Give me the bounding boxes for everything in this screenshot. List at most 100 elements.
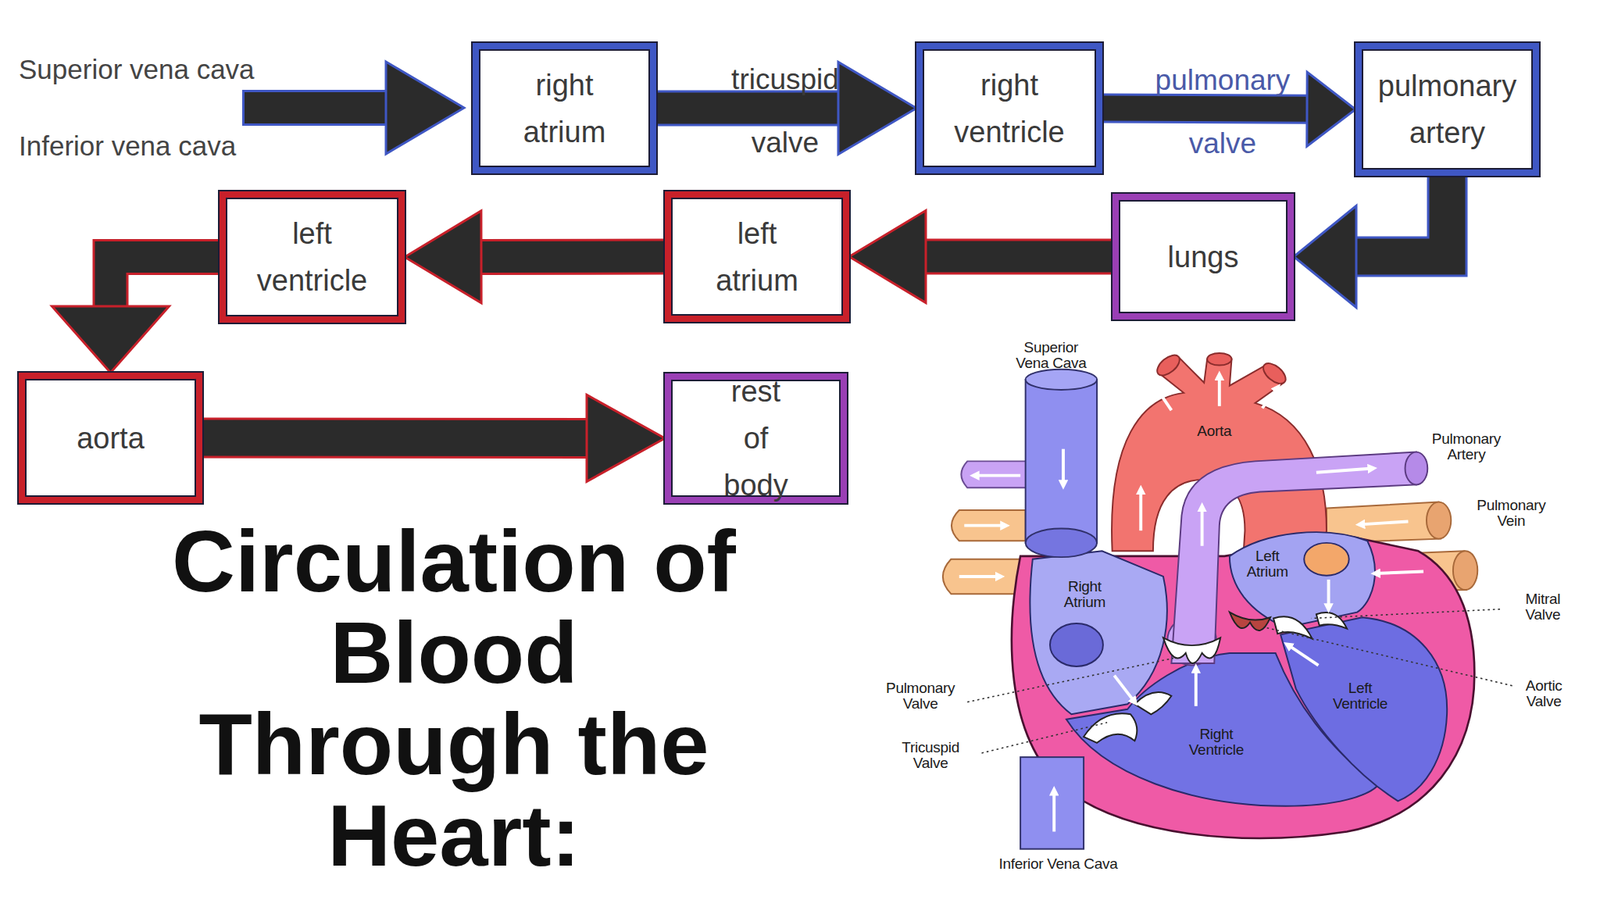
flow-arrow xyxy=(1194,668,1198,707)
arrow-head xyxy=(838,62,917,155)
box-content: left ventricle xyxy=(250,210,375,304)
flow-arrow xyxy=(959,575,1000,579)
aorta-branch-end xyxy=(1153,351,1184,380)
flow-box: aorta xyxy=(18,372,203,504)
box-content: right atrium xyxy=(506,61,624,156)
arrow-shaft xyxy=(244,92,386,124)
part-label: Superior Vena Cava xyxy=(1011,339,1090,372)
arrow-outline xyxy=(242,89,389,126)
connector-label: tricuspid valve xyxy=(707,47,864,175)
box-content: right ventricle xyxy=(946,61,1072,156)
arrow-shaft xyxy=(656,92,839,125)
part-label: Aortic Valve xyxy=(1517,678,1571,710)
arrow-head xyxy=(52,306,170,373)
arrow-outline xyxy=(1356,173,1448,258)
flow-box: left atrium xyxy=(664,191,850,322)
arrow-head xyxy=(1293,206,1357,308)
part-label: Pulmonary Artery xyxy=(1427,431,1506,463)
arrow-outline xyxy=(653,90,839,127)
flow-arrows xyxy=(959,375,1424,833)
vein-tube xyxy=(1025,379,1097,543)
arrow-outline xyxy=(200,417,587,459)
box-label: left atrium xyxy=(706,210,808,304)
flow-arrow xyxy=(1114,675,1135,703)
box-label: right ventricle xyxy=(946,61,1072,156)
vein-tube xyxy=(951,510,1026,541)
flow-connector xyxy=(404,210,668,304)
leader-line xyxy=(1310,609,1500,619)
valve-cusp xyxy=(1134,692,1172,715)
chamber xyxy=(1280,617,1447,801)
flow-connector xyxy=(52,257,223,373)
flow-arrow xyxy=(1139,489,1143,531)
chamber xyxy=(1229,532,1375,628)
flow-box: left ventricle xyxy=(219,191,405,323)
leader-line xyxy=(967,657,1174,702)
flow-arrow xyxy=(1200,507,1204,547)
valve-cusp xyxy=(1273,616,1313,639)
box-content: aorta xyxy=(40,414,182,462)
aorta-branch-end xyxy=(1259,359,1290,388)
flow-arrow xyxy=(1061,449,1065,486)
part-label: Pulmonary Valve xyxy=(881,680,960,712)
flow-arrow xyxy=(1287,644,1318,665)
flow-box: right atrium xyxy=(472,42,657,174)
valve-cusp xyxy=(1229,612,1271,631)
aorta-branch-end xyxy=(1207,353,1232,366)
vein-end xyxy=(1025,369,1097,390)
box-label: lungs xyxy=(1132,233,1274,281)
flow-arrow xyxy=(974,474,1021,478)
leader-line xyxy=(1265,627,1513,686)
part-label: Left Atrium xyxy=(1239,548,1295,580)
arrow-head xyxy=(1307,71,1356,147)
part-label: Inferior Vena Cava xyxy=(960,856,1156,872)
vessel-opening xyxy=(1050,623,1104,667)
flow-connector xyxy=(200,394,665,482)
flow-box: rest of body xyxy=(664,373,847,504)
flow-connector xyxy=(1293,173,1448,308)
flow-box: pulmonary artery xyxy=(1355,42,1540,176)
part-label: Pulmonary Vein xyxy=(1471,497,1550,529)
valve-cusp xyxy=(1083,713,1137,743)
box-label: aorta xyxy=(40,414,182,462)
arrow-outline xyxy=(1100,108,1308,110)
artery-branch xyxy=(960,460,1031,488)
arrow-shaft xyxy=(202,420,587,457)
artery-end xyxy=(1405,452,1429,486)
box-label: pulmonary artery xyxy=(1371,62,1524,157)
flow-arrow xyxy=(1316,468,1373,473)
flow-box: lungs xyxy=(1112,193,1294,320)
connector-label: pulmonary valve xyxy=(1140,48,1305,175)
arrow-shaft xyxy=(1356,175,1448,258)
arrow-head xyxy=(586,394,665,482)
part-label: Right Atrium xyxy=(1056,578,1113,611)
flow-connector xyxy=(849,210,1115,304)
flow-box: right ventricle xyxy=(916,42,1103,174)
heart-chambers xyxy=(1029,532,1447,807)
box-label: rest of body xyxy=(721,367,792,509)
diagram-title: Circulation of Blood Through the Heart: xyxy=(149,515,759,882)
vein-tube xyxy=(1020,757,1084,850)
arrow-shaft xyxy=(110,257,221,307)
part-label: Right Ventricle xyxy=(1178,726,1254,758)
leader-line xyxy=(981,722,1108,754)
vessel-opening xyxy=(1303,542,1349,576)
vein-end xyxy=(1025,528,1097,558)
flow-arrow xyxy=(1052,790,1056,832)
side-label: Superior vena cava xyxy=(18,53,255,86)
valves xyxy=(1083,612,1347,743)
part-label: Left Ventricle xyxy=(1325,680,1396,712)
arrow-outline xyxy=(925,239,1115,275)
arrow-shaft xyxy=(1102,108,1308,110)
arrow-outline xyxy=(481,239,668,275)
pulmonary-trunk xyxy=(1171,452,1416,664)
arrow-head xyxy=(849,210,926,304)
leader-lines xyxy=(967,609,1512,754)
flow-arrow xyxy=(1360,521,1408,525)
arrow-outline xyxy=(110,257,223,307)
arrow-shaft xyxy=(481,241,665,273)
flow-arrow xyxy=(1262,387,1279,408)
flow-arrow xyxy=(1375,571,1424,574)
box-content: left atrium xyxy=(706,210,808,304)
